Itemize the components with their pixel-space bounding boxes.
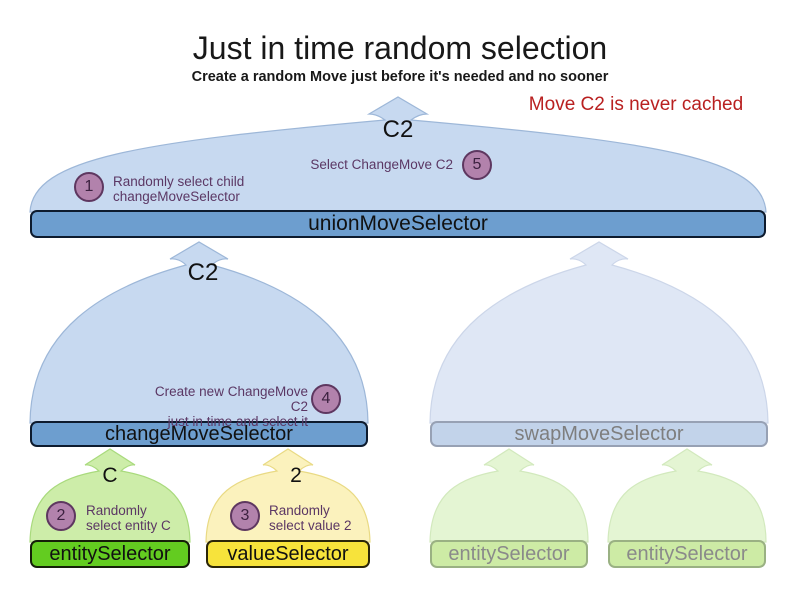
step-5-annotation: Select ChangeMove C2 [310, 157, 453, 172]
never-cached-note: Move C2 is never cached [528, 94, 744, 115]
swap-move-selector-bar: swapMoveSelector [430, 421, 768, 447]
step-4-annotation: Create new ChangeMove C2 just in time an… [143, 384, 308, 429]
step-3-line-1: Randomly [269, 503, 330, 518]
union-funnel-shape [29, 96, 767, 213]
step-3-line-2: select value 2 [269, 518, 352, 533]
step-2-line-1: Randomly [86, 503, 147, 518]
step-4-badge: 4 [311, 384, 341, 414]
step-1-line-2: changeMoveSelector [113, 189, 240, 204]
entity-output-label: C [102, 464, 118, 487]
step-1-annotation: Randomly select child changeMoveSelector [113, 174, 244, 204]
swap-funnel-shape [429, 241, 769, 424]
value-output-label: 2 [290, 464, 302, 487]
change-funnel-shape [29, 241, 369, 424]
step-1-badge: 1 [74, 172, 104, 202]
step-2-annotation: Randomly select entity C [86, 503, 171, 533]
entity-selector-faded-bar-1: entitySelector [430, 540, 588, 568]
value-selector-bar: valueSelector [206, 540, 370, 568]
step-1-line-1: Randomly select child [113, 174, 245, 189]
step-3-annotation: Randomly select value 2 [269, 503, 352, 533]
step-2-badge: 2 [46, 501, 76, 531]
page-title: Just in time random selection [192, 30, 608, 66]
step-2-line-2: select entity C [86, 518, 171, 533]
union-move-selector-bar: unionMoveSelector [30, 210, 766, 238]
step-5-badge: 5 [462, 150, 492, 180]
step-3-badge: 3 [230, 501, 260, 531]
entity-selector-faded-bar-2: entitySelector [608, 540, 766, 568]
change-output-label: C2 [187, 259, 219, 286]
union-output-label: C2 [382, 116, 414, 143]
step-4-line-1: Create new ChangeMove C2 [154, 384, 308, 414]
change-move-selector-bar: changeMoveSelector [30, 421, 368, 447]
entity-faded-funnel-shape-2 [607, 448, 767, 543]
page-subtitle: Create a random Move just before it's ne… [191, 69, 609, 85]
entity-selector-bar: entitySelector [30, 540, 190, 568]
entity-faded-funnel-shape-1 [429, 448, 589, 543]
step-4-line-2: just in time and select it [167, 414, 308, 429]
